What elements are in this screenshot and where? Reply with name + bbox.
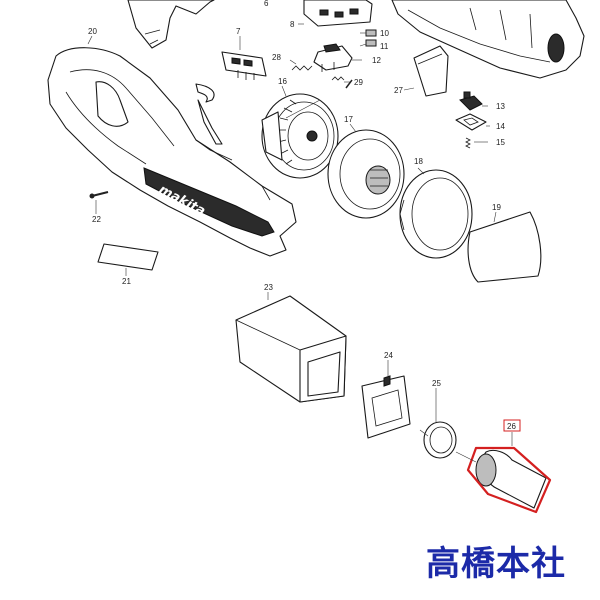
label-29: 29	[354, 78, 363, 87]
label-26-highlight-box	[503, 419, 521, 432]
label-23: 23	[264, 283, 273, 292]
label-17: 17	[344, 115, 353, 124]
part-spring-28	[291, 65, 313, 71]
part-ring-18	[399, 169, 473, 259]
label-11: 11	[380, 42, 389, 51]
part-spring-29	[331, 76, 345, 81]
part-handle-housing: makita	[47, 47, 297, 257]
label-12: 12	[372, 56, 381, 65]
part-screw-22	[89, 191, 109, 199]
part-button-13	[459, 91, 483, 111]
part-switch-7	[221, 51, 267, 80]
label-19: 19	[492, 203, 501, 212]
part-upper-cover	[127, 0, 215, 49]
part-plate-24	[361, 375, 411, 439]
label-16: 16	[278, 77, 287, 86]
part-nozzle-26	[466, 446, 552, 514]
watermark-text: 高橋本社	[426, 544, 566, 584]
label-10: 10	[380, 29, 389, 38]
label-14: 14	[496, 122, 505, 131]
label-25: 25	[432, 379, 441, 388]
label-28: 28	[272, 53, 281, 62]
part-motor-16	[261, 93, 339, 179]
part-small-screw	[345, 79, 353, 89]
part-spring-15	[465, 137, 471, 149]
label-22: 22	[92, 215, 101, 224]
label-27: 27	[394, 86, 403, 95]
label-7: 7	[236, 27, 241, 36]
label-21: 21	[122, 277, 131, 286]
label-24: 24	[384, 351, 393, 360]
part-block-10	[365, 29, 377, 37]
part-clip	[195, 83, 223, 145]
part-label-21	[97, 243, 159, 271]
part-block-11	[365, 39, 377, 47]
part-frame-14	[455, 113, 487, 131]
label-26: 26	[507, 422, 516, 431]
part-front-housing	[391, 0, 585, 79]
leader-lines	[87, 23, 513, 463]
part-filter-17	[327, 129, 405, 219]
label-15: 15	[496, 138, 505, 147]
part-cap-19	[467, 211, 542, 283]
label-20: 20	[88, 27, 97, 36]
label-6: 6	[264, 0, 269, 8]
label-18: 18	[414, 157, 423, 166]
label-8: 8	[290, 20, 295, 29]
label-13: 13	[496, 102, 505, 111]
part-27	[413, 45, 449, 97]
part-connector-12	[313, 43, 353, 72]
part-labels: 6 7 8 10 11 12 13 14 15 16 17 18 19 20 2…	[88, 0, 521, 432]
part-ring-25	[423, 421, 457, 459]
part-filter-box-23	[235, 295, 347, 403]
part-switch-plate	[303, 0, 373, 27]
